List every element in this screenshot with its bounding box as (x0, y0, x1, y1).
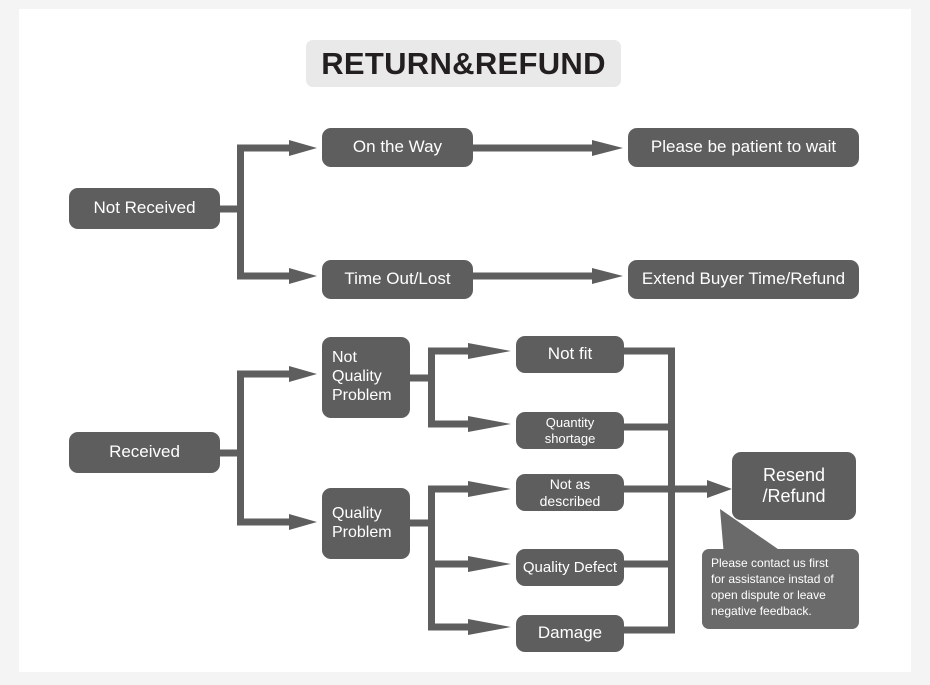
node-resend-refund-line1: Resend (762, 464, 826, 485)
node-extend-buyer-time-refund[interactable]: Extend Buyer Time/Refund (628, 260, 859, 299)
node-received[interactable]: Received (69, 432, 220, 473)
node-not-quality-problem-line2: Quality (332, 368, 382, 386)
callout-line2: for assistance instad of (711, 571, 834, 586)
callout-tail-icon (720, 509, 788, 556)
node-damage[interactable]: Damage (516, 615, 624, 652)
node-not-received[interactable]: Not Received (69, 188, 220, 229)
node-quality-problem[interactable]: Quality Problem (322, 488, 410, 559)
callout-line4: negative feedback. (711, 603, 812, 618)
callout-contact-note: Please contact us first for assistance i… (702, 549, 859, 629)
node-not-quality-problem-line3: Problem (332, 386, 392, 404)
node-quality-problem-line1: Quality (332, 504, 382, 522)
node-quality-defect[interactable]: Quality Defect (516, 549, 624, 586)
node-resend-refund-line2: /Refund (762, 486, 826, 506)
node-please-be-patient[interactable]: Please be patient to wait (628, 128, 859, 167)
node-not-quality-problem[interactable]: Not Quality Problem (322, 337, 410, 418)
node-resend-refund[interactable]: Resend /Refund (732, 452, 856, 520)
return-refund-flowchart: RETURN&REFUND Not Received On the Way Ti… (19, 9, 911, 672)
node-not-quality-problem-line1: Not (332, 349, 357, 367)
node-not-as-described[interactable]: Not as described (516, 474, 624, 511)
callout-line1: Please contact us first (711, 556, 829, 570)
node-not-fit[interactable]: Not fit (516, 336, 624, 373)
page-title: RETURN&REFUND (306, 40, 621, 87)
diagram-canvas: RETURN&REFUND Not Received On the Way Ti… (19, 9, 911, 672)
node-quantity-shortage[interactable]: Quantity shortage (516, 412, 624, 449)
callout-line3: open dispute or leave (711, 587, 826, 602)
node-quality-problem-line2: Problem (332, 523, 392, 541)
node-time-out-lost[interactable]: Time Out/Lost (322, 260, 473, 299)
node-on-the-way[interactable]: On the Way (322, 128, 473, 167)
